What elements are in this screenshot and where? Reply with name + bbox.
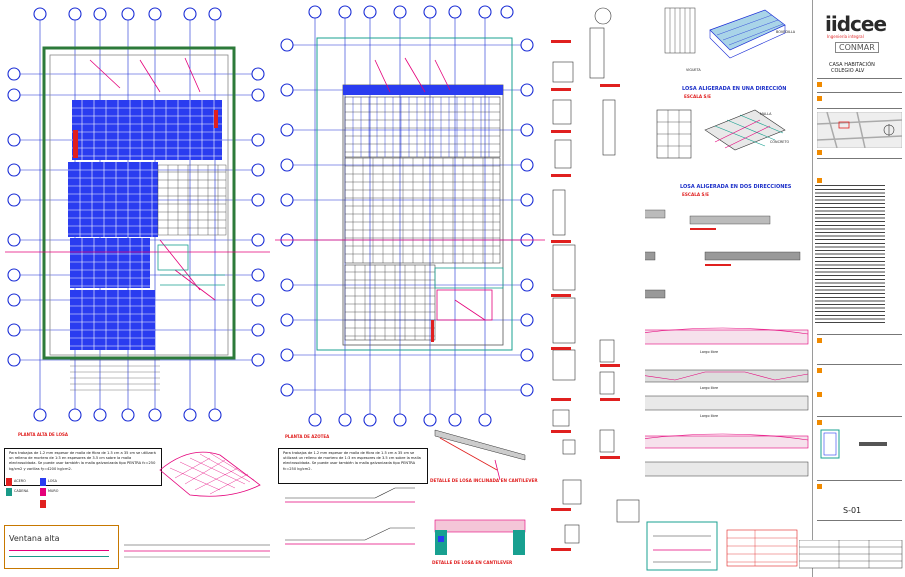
revision-table xyxy=(799,540,903,569)
ventana-alta-section xyxy=(124,544,270,558)
brand-logo: CONMAR xyxy=(835,42,879,53)
left-plan-note: Para trabajos de 1.2 mm espesor de malla… xyxy=(4,448,162,486)
label-malla: MALLA xyxy=(760,112,772,116)
legend-entry-slab: LOSA xyxy=(48,479,57,483)
label-concreto: CONCRETO xyxy=(770,140,790,144)
location-map xyxy=(817,112,902,148)
center-floor-plan xyxy=(275,5,545,427)
left-legend-symbols xyxy=(6,478,46,508)
ventana-alta-box: Ventana alta xyxy=(4,525,119,569)
label-largo-1: Largo libre xyxy=(700,350,719,354)
title-detail-sketch xyxy=(820,429,887,459)
inclined-slab-title: DETALLE DE LOSA INCLINADA EN CANTILEVER xyxy=(430,478,538,483)
ventana-alta-title: Ventana alta xyxy=(9,534,60,543)
label-bovedilla: BOVEDILLA xyxy=(776,30,796,34)
label-largo-2: Largo libre xyxy=(700,386,719,390)
label-vigueta: VIGUETA xyxy=(686,68,701,72)
company-logo: iidcee xyxy=(825,12,887,36)
legend-entry-steel: ACERO xyxy=(14,479,26,483)
center-bottom-details xyxy=(285,429,526,555)
section-details-column xyxy=(551,7,640,551)
legend-entry-chain: CADENA xyxy=(14,489,29,493)
two-way-slab-scale: ESCALA S/E xyxy=(682,192,709,197)
project-line-2: COLEGIO ALV xyxy=(831,68,865,74)
left-floor-plan xyxy=(5,7,270,422)
slab-isometric-sketch xyxy=(159,451,261,497)
center-plan-label: PLANTA DE AZOTEA xyxy=(285,434,330,439)
project-line-1: CASA HABITACIÓN xyxy=(829,62,875,68)
one-way-slab-title: LOSA ALIGERADA EN UNA DIRECCIÓN xyxy=(682,86,787,92)
center-plan-note: Para trabajos de 1.2 mm espesor de malla… xyxy=(278,448,428,484)
sheet-code: S-01 xyxy=(843,506,862,515)
center-plan-note-text: Para trabajos de 1.2 mm espesor de malla… xyxy=(283,451,421,471)
one-way-slab-scale: ESCALA S/E xyxy=(684,94,711,99)
general-specs-text xyxy=(815,184,885,324)
slab-systems-details xyxy=(645,7,809,571)
two-way-slab-title: LOSA ALIGERADA EN DOS DIRECCIONES xyxy=(680,184,792,190)
label-largo-3: Largo libre xyxy=(700,414,719,418)
left-plan-label: PLANTA ALTA DE LOSA xyxy=(18,432,68,437)
company-logo-sub: Ingeniería integral xyxy=(827,34,864,39)
left-plan-note-text: Para trabajos de 1.2 mm espesor de malla… xyxy=(9,451,156,471)
legend-entry-wall: MURO xyxy=(48,489,59,493)
cantilever-slab-title: DETALLE DE LOSA EN CANTILEVER xyxy=(432,560,513,565)
